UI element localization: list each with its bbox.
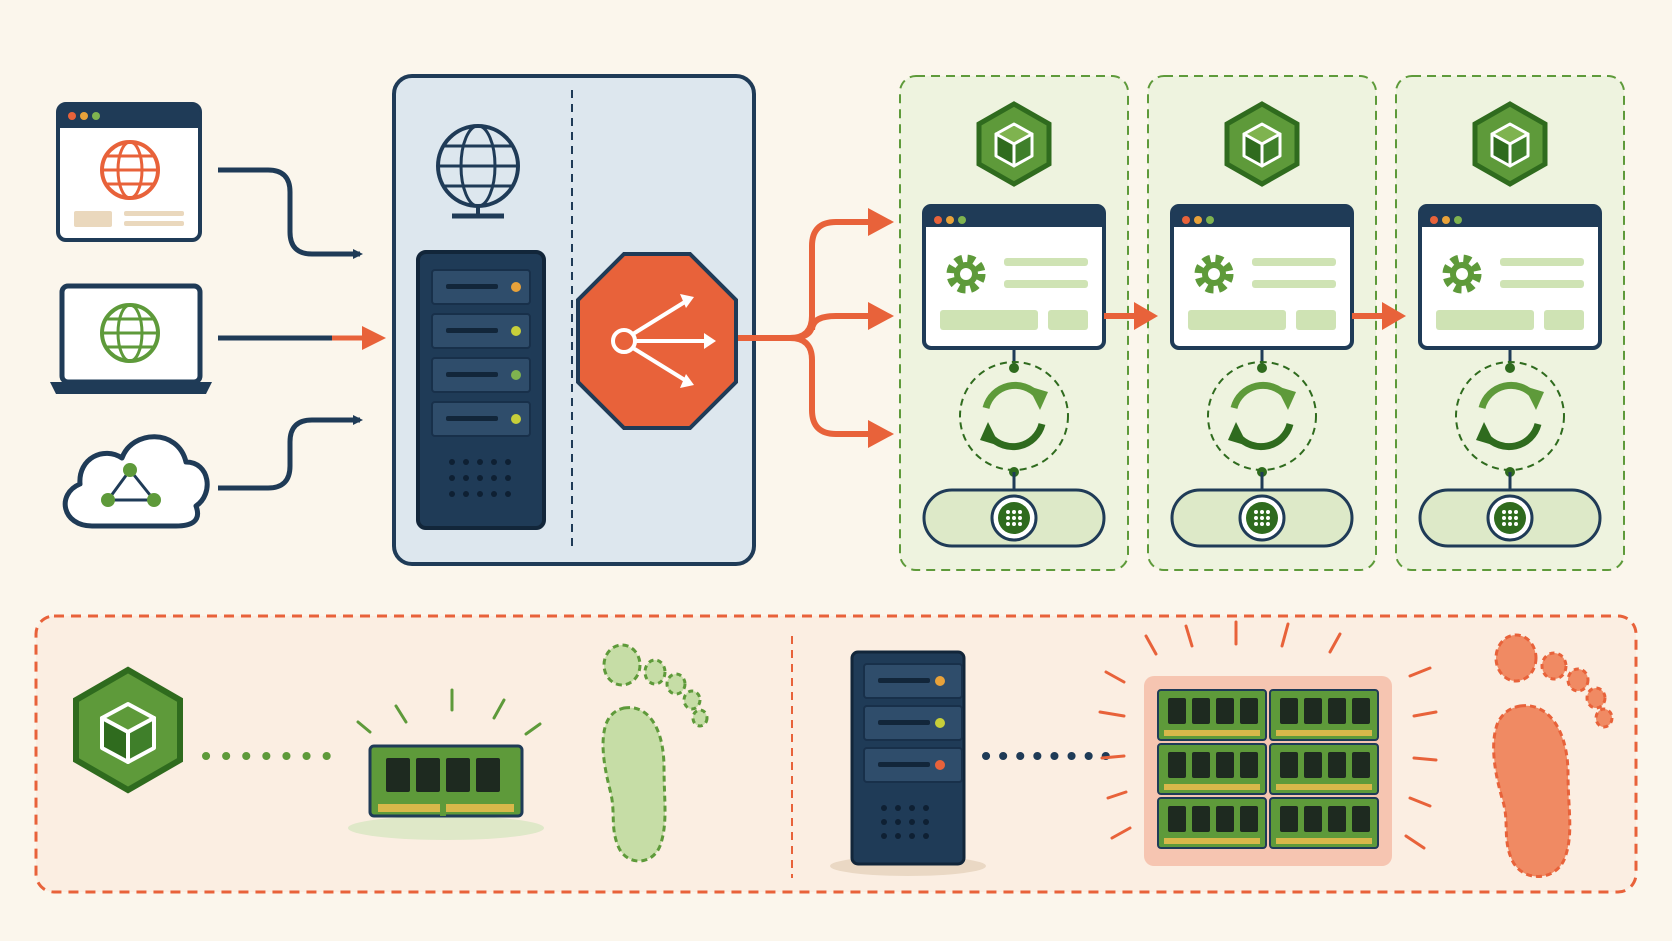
arrow-browser-to-gateway (218, 167, 363, 259)
container-hexagon-icon (1475, 104, 1545, 184)
storage-node-icon (922, 488, 1106, 548)
fanout-connectors (738, 208, 894, 448)
laptop-client (50, 283, 212, 394)
ram-module-icon (348, 688, 544, 840)
app-window-gear-icon (1418, 204, 1602, 350)
arrow-column-1-to-2 (1134, 302, 1158, 330)
gateway-panel (392, 74, 756, 566)
app-window-gear-icon (1170, 204, 1354, 350)
cloud-network-icon (62, 434, 210, 529)
server-rack-icon (416, 250, 546, 530)
large-footprint-icon (1492, 633, 1614, 878)
ram-stick (1157, 689, 1267, 741)
service-column-2 (1147, 75, 1377, 571)
ram-stick (1157, 743, 1267, 795)
sync-cycle-icon (959, 361, 1069, 471)
column-connectors (1104, 302, 1406, 330)
client-connectors (218, 167, 386, 491)
arrow-cloud-to-gateway (218, 415, 363, 491)
comparison-panel (34, 614, 1638, 894)
cloud-client (62, 434, 210, 529)
storage-node-icon (1418, 488, 1602, 548)
heavyweight-side (830, 620, 1614, 878)
server-tower-icon (830, 650, 986, 876)
service-column-1 (899, 75, 1129, 571)
arrow-to-service-top (868, 208, 894, 236)
container-hexagon-icon (979, 104, 1049, 184)
load-balancer-icon (576, 252, 738, 430)
ram-stick (1269, 689, 1379, 741)
container-hexagon-icon (1227, 104, 1297, 184)
arrow-to-service-mid (868, 302, 894, 330)
arrow-head-orange (362, 326, 386, 350)
arrow-to-service-bottom (868, 420, 894, 448)
storage-node-icon (1170, 488, 1354, 548)
ram-stick (1269, 743, 1379, 795)
lightweight-side (73, 643, 709, 863)
browser-client (56, 102, 202, 242)
ram-stick (1269, 797, 1379, 849)
small-footprint-icon (601, 643, 709, 863)
globe-icon (436, 124, 520, 219)
ram-stick (1157, 797, 1267, 849)
arrow-column-2-to-3 (1382, 302, 1406, 330)
container-hexagon-icon (73, 666, 183, 794)
browser-globe-icon (56, 102, 202, 242)
ram-stack-icon (1098, 620, 1438, 866)
service-columns (899, 75, 1625, 571)
laptop-globe-icon (50, 283, 212, 394)
service-column-3 (1395, 75, 1625, 571)
app-window-gear-icon (922, 204, 1106, 350)
